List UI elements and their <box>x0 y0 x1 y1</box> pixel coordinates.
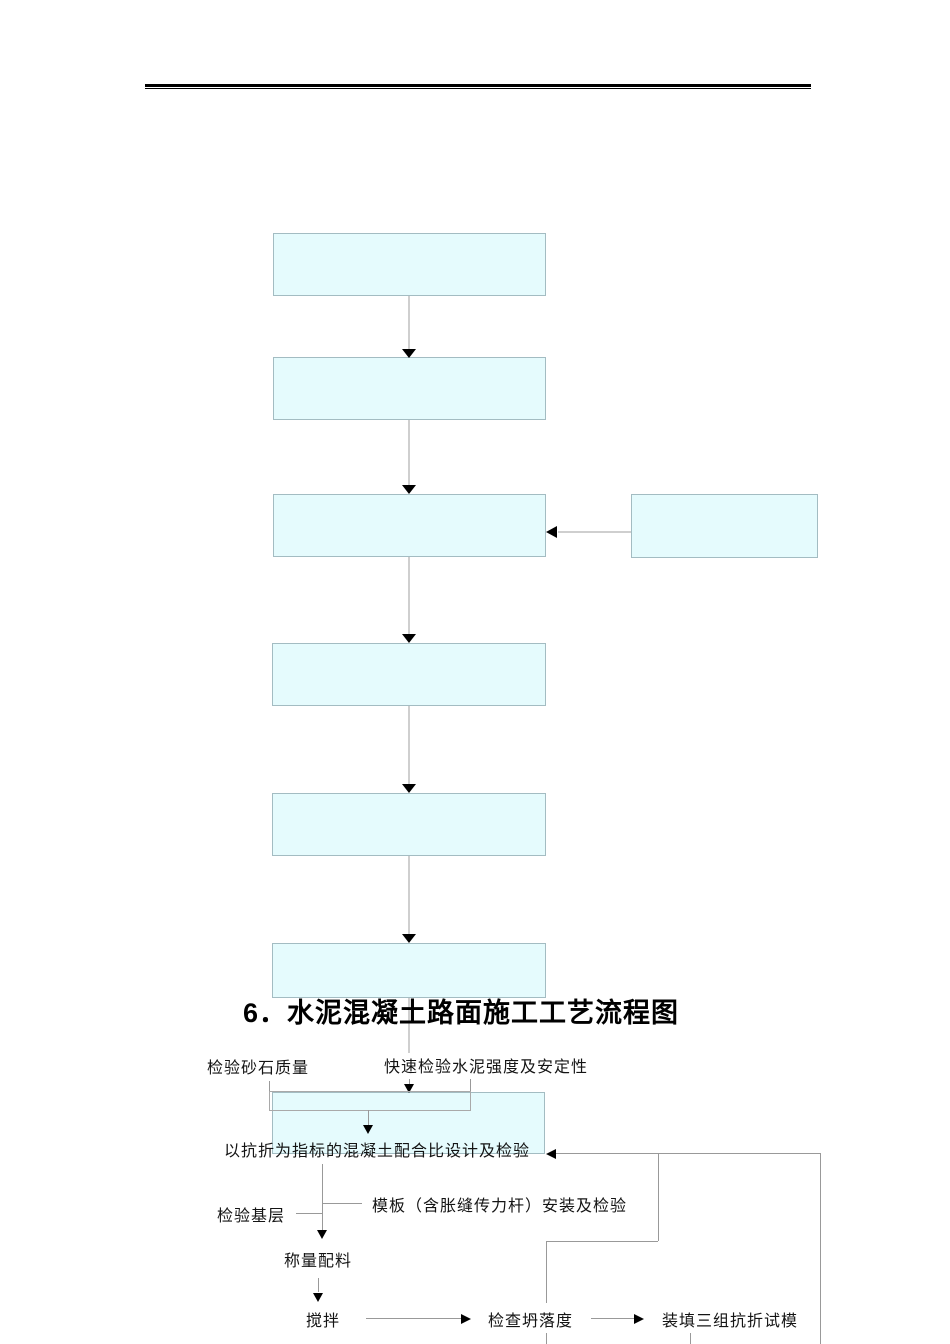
sand-stub-line <box>269 1081 270 1091</box>
connector-line-5 <box>408 856 410 934</box>
arrow-down-batching <box>317 1230 327 1239</box>
arrow-down-1 <box>402 349 416 358</box>
bracket-rect <box>269 1091 471 1111</box>
arrow-down-3 <box>402 634 416 643</box>
arrow-down-4 <box>402 784 416 793</box>
flow-box-1 <box>273 233 546 296</box>
header-rule <box>145 84 811 89</box>
label-fill-molds: 装填三组抗折试模 <box>662 1313 799 1330</box>
connector-line-1 <box>408 296 410 349</box>
main-line <box>322 1164 323 1230</box>
connector-line-side <box>558 531 631 533</box>
flow-box-4 <box>272 643 546 706</box>
connector-line-6 <box>408 998 410 1053</box>
label-base-check: 检验基层 <box>217 1208 286 1225</box>
label-sand-check: 检验砂石质量 <box>207 1060 310 1077</box>
arrow-down-mixing <box>313 1293 323 1302</box>
cement-stub-line <box>470 1079 471 1091</box>
connector-line-4 <box>408 706 410 784</box>
connector-line-3 <box>408 557 410 634</box>
cement-arrow-line <box>409 1079 410 1084</box>
mix-design-box <box>272 1092 545 1154</box>
feedback-right-line <box>820 1153 821 1344</box>
flow-box-6 <box>272 943 546 998</box>
flow-box-2 <box>273 357 546 420</box>
feedback-slump-line-lower <box>546 1333 547 1344</box>
feedback-mid-line <box>658 1153 659 1241</box>
arrow-down-5 <box>402 934 416 943</box>
arrow-down-cement <box>404 1084 414 1093</box>
arrow-left-feedback <box>546 1149 556 1159</box>
batching-arrow-line <box>318 1278 319 1292</box>
label-slump-check: 检查坍落度 <box>488 1313 574 1330</box>
flow-box-5 <box>272 793 546 856</box>
slump-molds-line <box>591 1318 634 1319</box>
flow-box-3 <box>273 494 546 557</box>
label-mix-design: 以抗折为指标的混凝土配合比设计及检验 <box>224 1143 531 1160</box>
label-formwork: 模板（含胀缝传力杆）安装及检验 <box>372 1198 628 1215</box>
molds-line-below <box>690 1333 691 1344</box>
connector-line-2 <box>408 420 410 485</box>
label-batching: 称量配料 <box>284 1253 353 1270</box>
bracket-arrow-line <box>368 1110 369 1125</box>
feedback-slump-line-upper <box>546 1241 547 1303</box>
arrow-right-molds <box>634 1314 644 1324</box>
feedback-elbow-line <box>546 1241 658 1242</box>
arrow-down-mix <box>363 1125 373 1134</box>
label-mixing: 搅拌 <box>306 1313 341 1330</box>
arrow-left-side <box>546 526 557 538</box>
base-dash-line <box>296 1213 322 1214</box>
label-cement-check: 快速检验水泥强度及安定性 <box>384 1059 589 1076</box>
feedback-h-line <box>556 1153 820 1154</box>
arrow-down-2 <box>402 485 416 494</box>
section-title: 6．水泥混凝土路面施工工艺流程图 <box>243 998 680 1028</box>
arrow-right-slump <box>461 1314 471 1324</box>
formwork-branch-line <box>322 1203 362 1204</box>
mixing-slump-line <box>366 1318 461 1319</box>
flow-box-side <box>631 494 818 558</box>
